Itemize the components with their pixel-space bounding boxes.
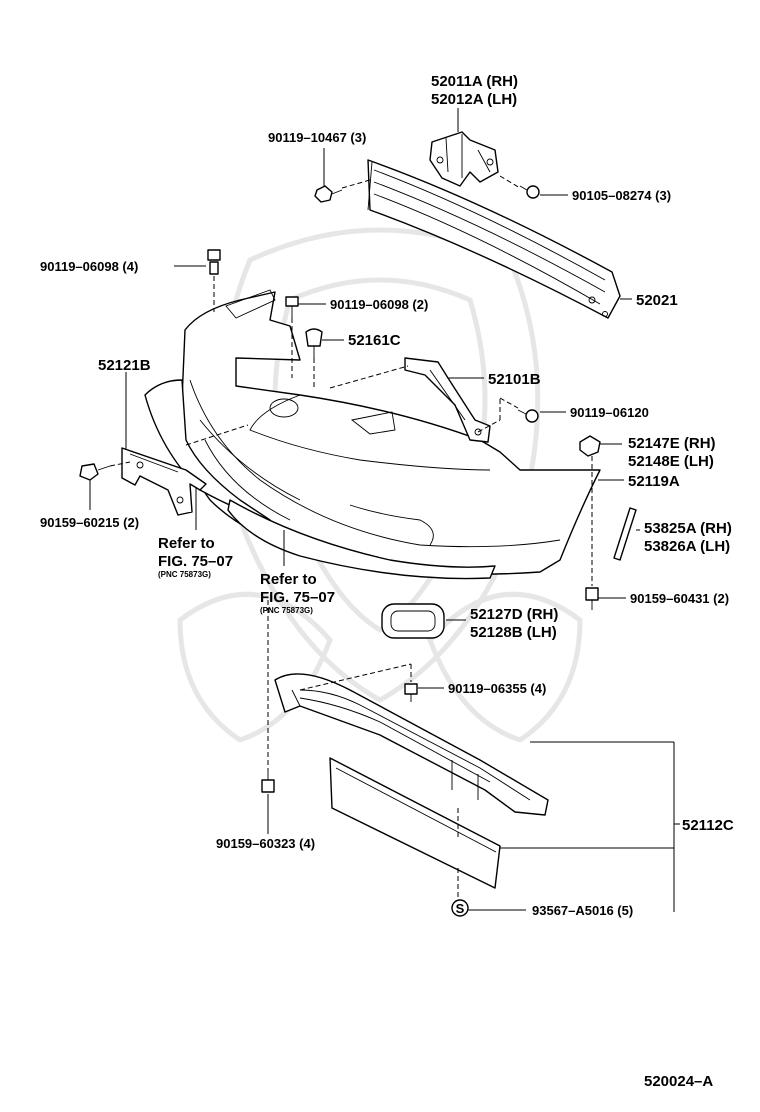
leader-lines: [89, 108, 680, 912]
label-90105-08274[interactable]: 90105–08274 (3): [572, 188, 671, 203]
label-52121B[interactable]: 52121B: [98, 357, 151, 374]
bolt-90119-06120[interactable]: [517, 409, 539, 423]
ref-center-pnc: (PNC 75873G): [260, 606, 313, 615]
bolt-90119-10467[interactable]: [314, 185, 343, 203]
moulding-53825A[interactable]: [613, 507, 637, 561]
label-90119-06098-2[interactable]: 90119–06098 (2): [330, 297, 428, 312]
ref-center-line1: Refer to: [260, 571, 317, 588]
retainer-52147E[interactable]: [579, 435, 601, 457]
label-90159-60215[interactable]: 90159–60215 (2): [40, 515, 139, 530]
screw-90119-06355[interactable]: [404, 683, 418, 702]
bumper-cover-52119A[interactable]: [181, 289, 601, 575]
label-52127D[interactable]: 52127D (RH): [470, 606, 558, 623]
screw-90119-06098-2[interactable]: [285, 296, 299, 318]
bumper-arm-bracket-52011A[interactable]: [429, 131, 499, 187]
label-90119-06098-4[interactable]: 90119–06098 (4): [40, 259, 138, 274]
alignment-lines: [109, 175, 593, 900]
energy-absorber-52112C[interactable]: [274, 673, 549, 816]
label-52161C[interactable]: 52161C: [348, 332, 401, 349]
label-52119A[interactable]: 52119A: [628, 473, 680, 490]
ref-left-line2[interactable]: FIG. 75–07: [158, 553, 233, 570]
label-93567-A5016[interactable]: 93567–A5016 (5): [532, 903, 633, 918]
label-90159-60431[interactable]: 90159–60431 (2): [630, 591, 729, 606]
lower-lip-spoiler: [144, 379, 496, 580]
label-52147E[interactable]: 52147E (RH): [628, 435, 716, 452]
label-52148E[interactable]: 52148E (LH): [628, 453, 714, 470]
screw-90159-60215[interactable]: [79, 463, 111, 481]
label-52128B[interactable]: 52128B (LH): [470, 624, 557, 641]
symbol-s: S: [456, 901, 465, 916]
label-52012A[interactable]: 52012A (LH): [431, 91, 517, 108]
label-90119-06120[interactable]: 90119–06120: [570, 405, 649, 420]
ref-left-line1: Refer to: [158, 535, 215, 552]
screw-90119-06098-4[interactable]: [207, 249, 221, 275]
grille-52127D[interactable]: [381, 603, 445, 639]
label-90119-10467[interactable]: 90119–10467 (3): [268, 130, 366, 145]
reference-note-center: Refer to FIG. 75–07 (PNC 75873G): [260, 571, 335, 615]
label-53826A[interactable]: 53826A (LH): [644, 538, 730, 555]
label-52101B[interactable]: 52101B: [488, 371, 541, 388]
label-52112C[interactable]: 52112C: [682, 817, 734, 834]
label-90159-60323[interactable]: 90159–60323 (4): [216, 836, 315, 851]
bracket-52101B[interactable]: [404, 357, 491, 443]
screw-90159-60323[interactable]: [261, 770, 275, 793]
clip-52161C[interactable]: [305, 328, 323, 358]
part-labels: 52011A (RH) 52012A (LH) 90119–10467 (3) …: [40, 73, 734, 918]
clip-93567[interactable]: S: [451, 899, 469, 917]
reference-note-left: Refer to FIG. 75–07 (PNC 75873G): [158, 535, 233, 579]
lower-plate-52112C[interactable]: [329, 757, 501, 889]
label-90119-06355[interactable]: 90119–06355 (4): [448, 681, 546, 696]
ref-center-line2[interactable]: FIG. 75–07: [260, 589, 335, 606]
label-53825A[interactable]: 53825A (RH): [644, 520, 732, 537]
bumper-reinforcement-52021[interactable]: [367, 159, 621, 319]
ref-left-pnc: (PNC 75873G): [158, 570, 211, 579]
figure-number: 520024–A: [644, 1073, 713, 1090]
label-52011A[interactable]: 52011A (RH): [431, 73, 518, 90]
side-retainer-52121B[interactable]: [121, 447, 207, 516]
bolt-90105-08274[interactable]: [519, 185, 540, 199]
label-52021[interactable]: 52021: [636, 292, 678, 309]
screw-90159-60431[interactable]: [585, 587, 599, 610]
